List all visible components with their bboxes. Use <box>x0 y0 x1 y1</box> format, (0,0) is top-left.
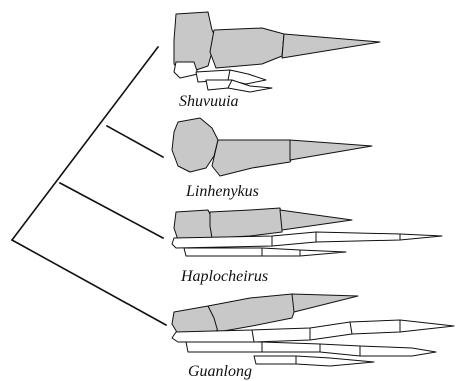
shuvuuia-carpal <box>174 62 198 78</box>
taxon-label-guanlong: Guanlong <box>188 363 252 380</box>
shuvuuia-manus-illustration <box>174 12 380 92</box>
linhenykus-metacarpal <box>172 118 218 172</box>
cladogram-tree <box>12 47 166 325</box>
taxon-label-linhenykus: Linhenykus <box>185 183 259 200</box>
linhenykus-manus-illustration <box>172 118 372 176</box>
haplocheirus-manus-illustration <box>172 208 442 256</box>
linhenykus-phalanx-1 <box>212 140 294 176</box>
taxon-label-shuvuuia: Shuvuuia <box>179 93 239 110</box>
shuvuuia-phalanx-1 <box>210 28 284 68</box>
haplocheirus-digit-3 <box>184 248 346 256</box>
branch-shuvuuia-linhenykus-node <box>107 126 163 157</box>
root-stem <box>12 47 158 240</box>
branch-alvarezsaurid-node <box>60 183 163 238</box>
taxon-label-haplocheirus: Haplocheirus <box>180 268 268 285</box>
shuvuuia-ungual <box>282 34 380 58</box>
branch-guanlong <box>12 240 166 325</box>
guanlong-phalanx-1 <box>208 294 296 332</box>
guanlong-manus-illustration <box>172 294 454 366</box>
haplocheirus-phalanx-1 <box>210 208 282 238</box>
haplocheirus-metacarpal <box>174 210 214 240</box>
guanlong-ungual <box>292 294 358 312</box>
guanlong-digit-4 <box>254 356 374 366</box>
guanlong-digit-3 <box>186 342 436 356</box>
linhenykus-ungual <box>290 140 372 160</box>
haplocheirus-ungual <box>280 210 352 230</box>
